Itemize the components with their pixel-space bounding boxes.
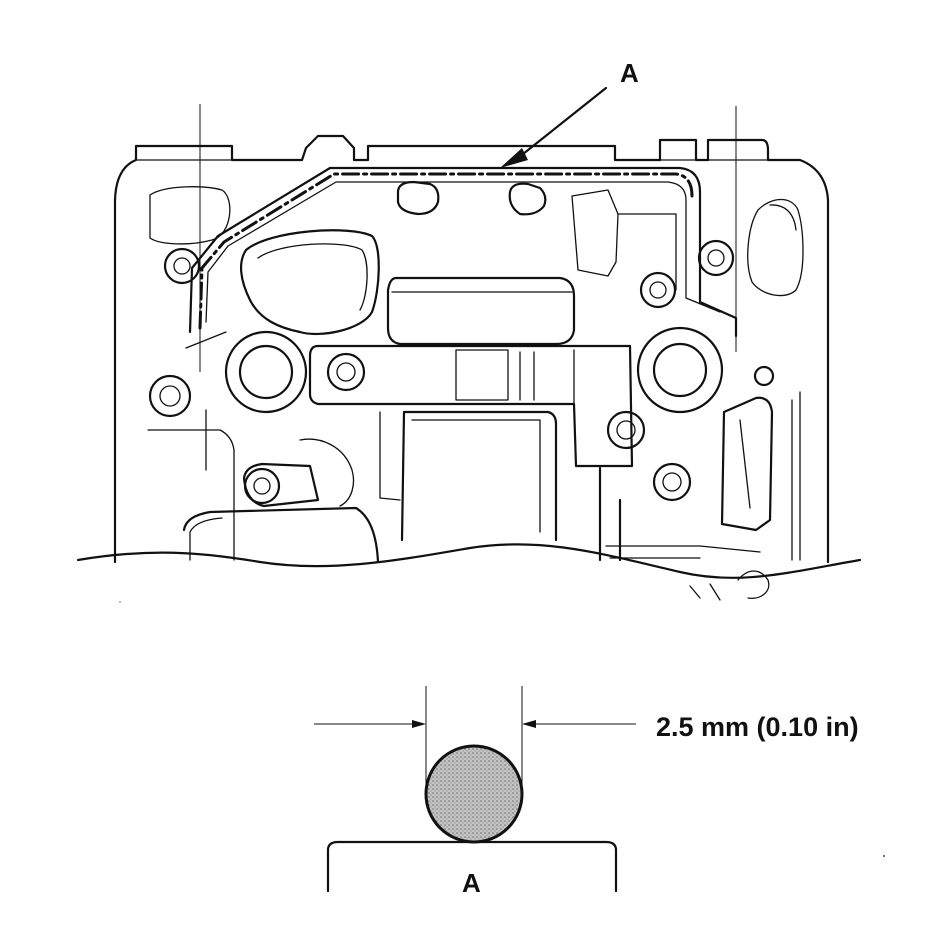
- mating-surface-a: [326, 840, 618, 893]
- bead-cross-section: [314, 686, 636, 893]
- housing-outline: [113, 134, 830, 564]
- callout-label-bottom: A: [462, 868, 481, 898]
- callout-a-leader: [500, 86, 608, 168]
- bracket-bar: [308, 344, 634, 468]
- gasket-surface-outer: [188, 166, 738, 338]
- callout-label-top: A: [620, 58, 639, 88]
- sealant-bead-profile: [424, 744, 524, 844]
- sealant-bead-path: [198, 172, 694, 330]
- section-break-line: [76, 543, 862, 579]
- bolt-holes: [148, 239, 775, 502]
- transmission-housing: [76, 104, 862, 601]
- dimension-label: 2.5 mm (0.10 in): [656, 712, 859, 742]
